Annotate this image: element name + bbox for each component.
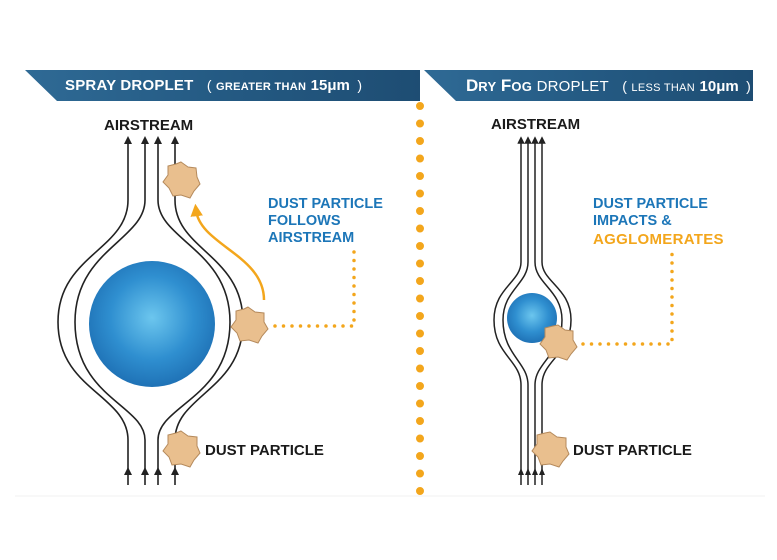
spray-banner-title: SPRAY DROPLET [65, 76, 194, 94]
dryfog-banner-ry: RY [478, 78, 497, 94]
dryfog-banner-F: F [500, 75, 512, 95]
spray-bottom-arrows [124, 467, 179, 475]
dust-particle-icon [162, 430, 201, 468]
spray-droplet-banner: SPRAY DROPLET ( GREATER THAN 15μm ) [25, 70, 420, 101]
dryfog-banner-paren-close: ) [746, 77, 751, 94]
dryfog-callout-line-1: DUST PARTICLE [593, 196, 708, 212]
spray-banner-paren-close: ) [357, 76, 362, 93]
spray-banner-paren-open: ( [206, 76, 212, 93]
spray-callout: DUST PARTICLE FOLLOWS AIRSTREAM [268, 196, 383, 247]
dryfog-dust-particle-label: DUST PARTICLE [573, 442, 692, 459]
dust-particle-icon [539, 324, 578, 361]
dust-particle-icon [230, 306, 269, 344]
dry-fog-droplet-banner: DRY FOG DROPLET ( LESS THAN 10μm ) [424, 70, 753, 101]
dryfog-callout-line-2: IMPACTS & [593, 213, 672, 229]
spray-banner-size: 15μm [310, 76, 350, 94]
dust-particle-icon [162, 161, 201, 199]
dryfog-banner-D: D [466, 75, 479, 95]
dryfog-callout: DUST PARTICLE IMPACTS & AGGLOMERATES [593, 196, 724, 248]
spray-callout-leader [273, 246, 356, 328]
dust-particle-icon [531, 431, 570, 468]
spray-callout-line-1: DUST PARTICLE [268, 196, 383, 212]
dryfog-banner-size: 10μm [699, 77, 739, 95]
spray-banner-qualifier: GREATER THAN [216, 80, 307, 93]
spray-droplet [89, 261, 215, 387]
dryfog-callout-highlight: AGGLOMERATES [593, 231, 724, 248]
dryfog-banner-paren-open: ( [622, 77, 627, 94]
dryfog-bottom-arrows [518, 468, 545, 475]
spray-callout-line-2: FOLLOWS [268, 213, 341, 229]
dryfog-banner-title: DROPLET [536, 77, 609, 95]
dryfog-callout-leader [581, 248, 674, 346]
dryfog-banner-og: OG [511, 78, 533, 94]
spray-dust-particle-label: DUST PARTICLE [205, 442, 324, 459]
dryfog-streamlines [493, 136, 572, 485]
follow-path-arrow [190, 203, 266, 301]
spray-callout-line-3: AIRSTREAM [268, 230, 355, 246]
dryfog-banner-qualifier: LESS THAN [631, 81, 696, 94]
spray-airstream-label: AIRSTREAM [104, 117, 194, 134]
dryfog-airstream-label: AIRSTREAM [491, 116, 581, 133]
